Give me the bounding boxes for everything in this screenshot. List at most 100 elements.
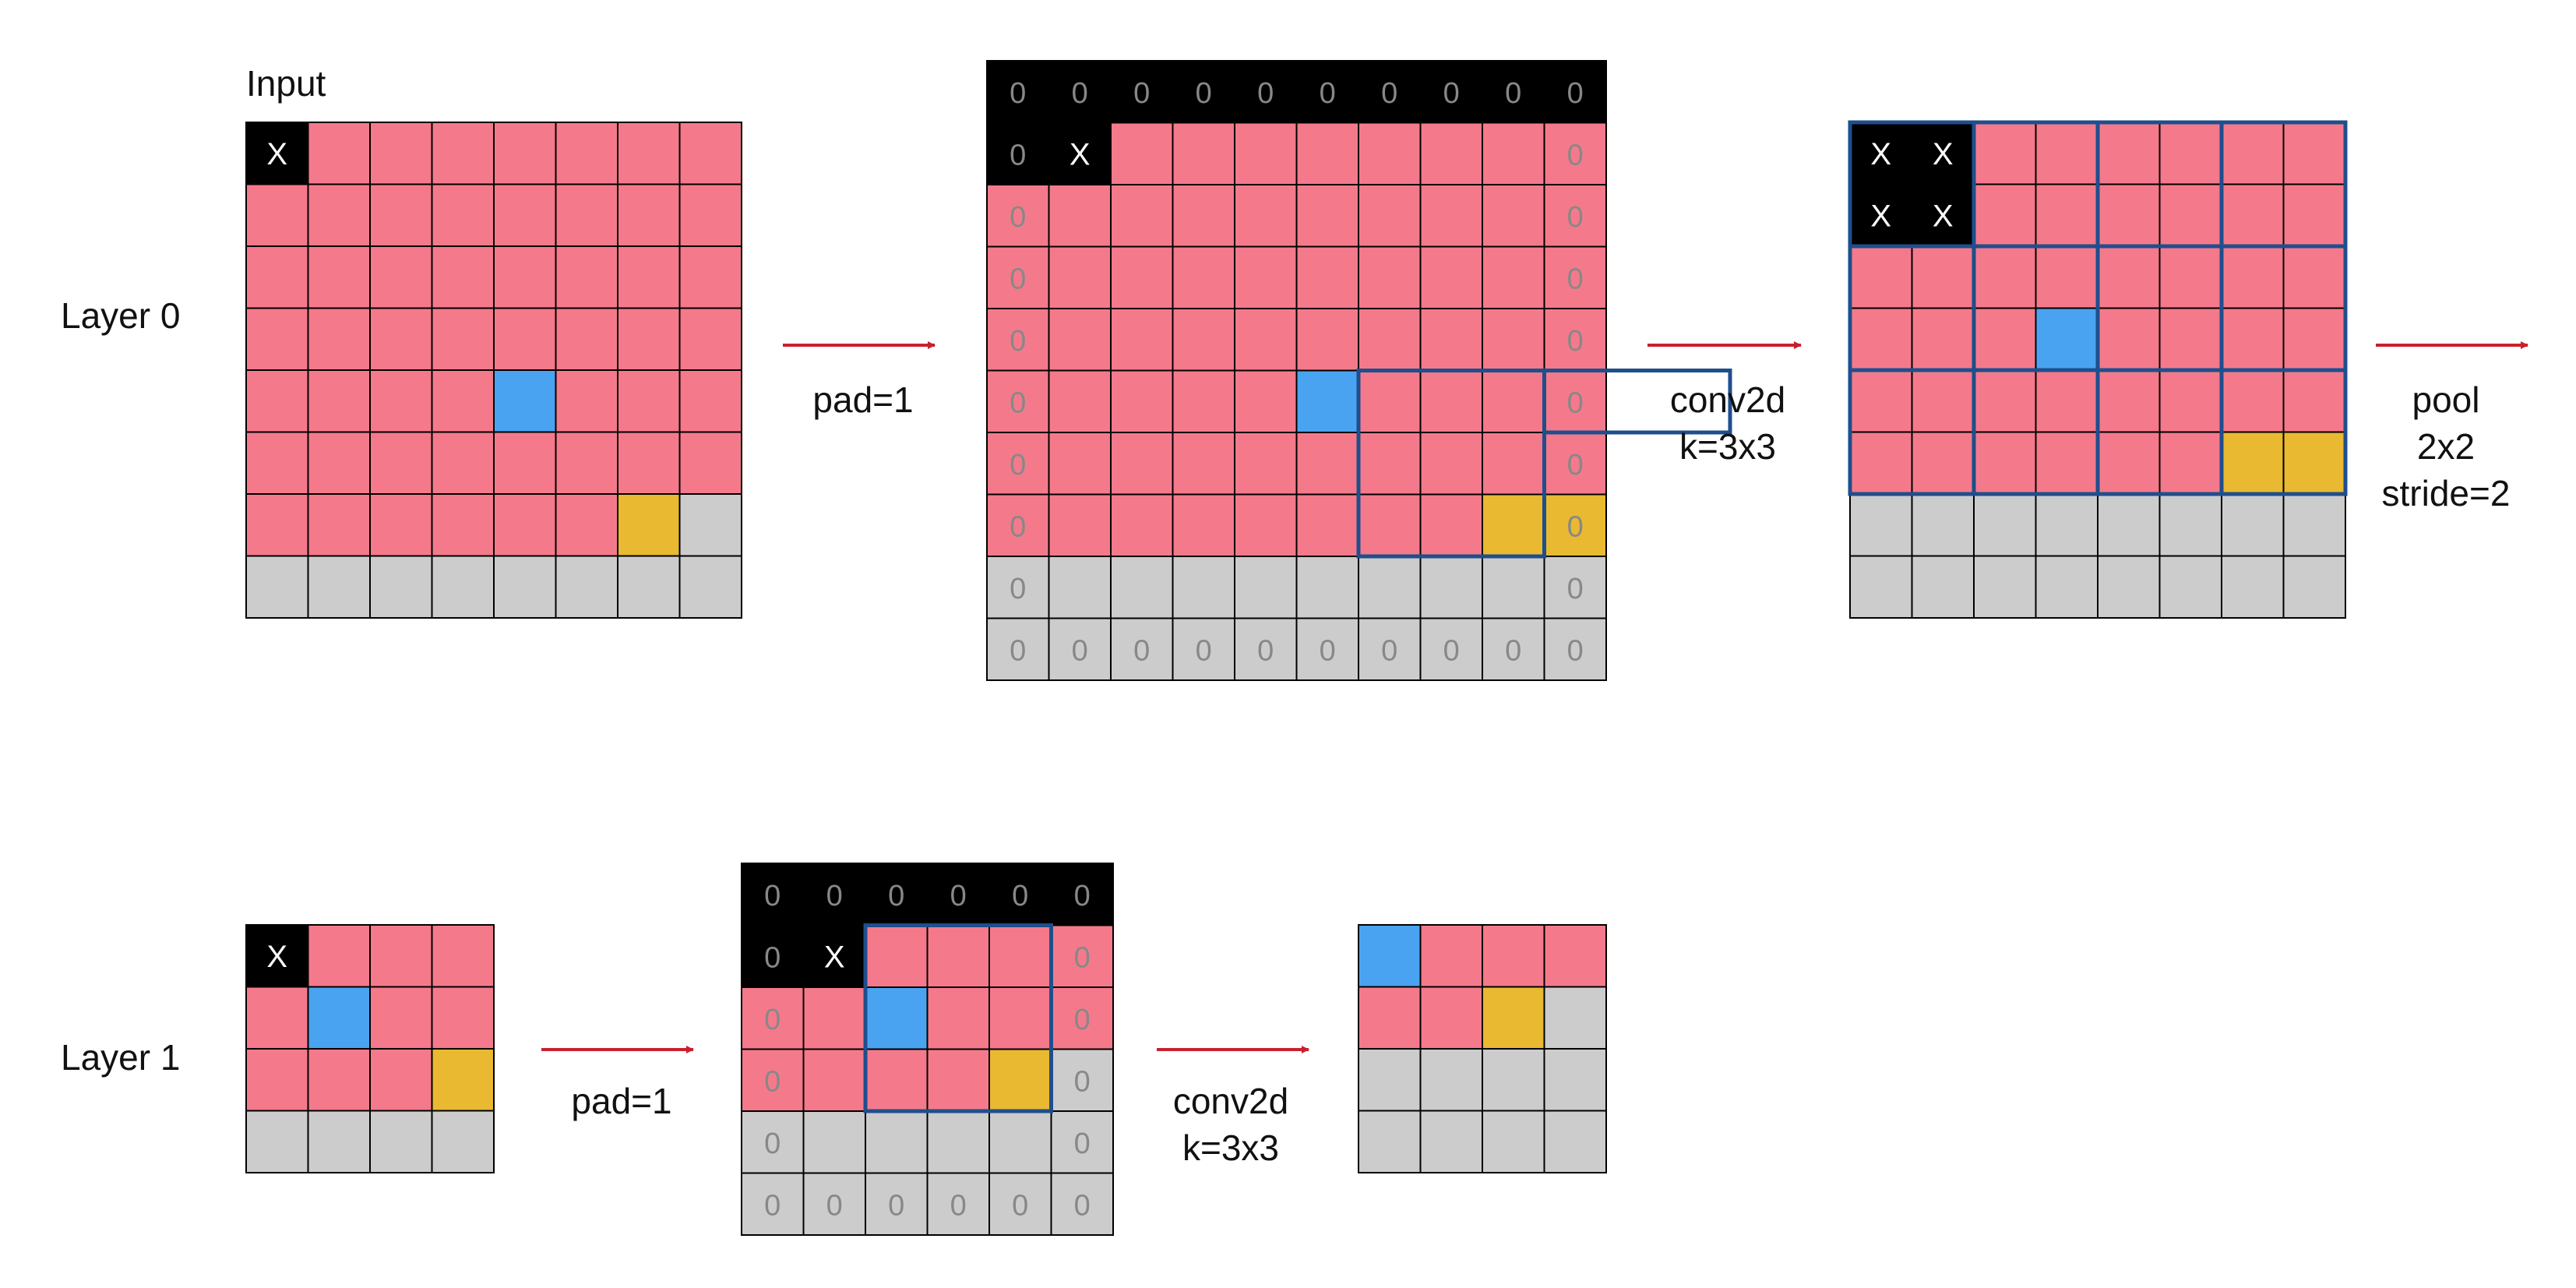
grid-cell [1110,122,1174,185]
grid-cell [1295,369,1359,433]
grid-cell [1543,986,1607,1050]
x-mark: X [1933,199,1954,233]
grid-cell [1048,308,1112,372]
pad-zero: 0 [1010,325,1026,358]
grid-cell [926,863,990,926]
grid-cell [1110,556,1174,619]
conv-label-layer1-line1: conv2d [1172,1081,1289,1121]
grid-cell [1048,184,1112,248]
grid-cell [678,369,742,433]
x-mark: X [1870,199,1891,233]
kernel-window-outline [863,923,1053,1113]
grid-cell [1849,307,1913,371]
grid-cell [369,183,433,247]
grid-cell [1172,369,1235,433]
grid-cell [1295,245,1359,309]
pad-zero: 0 [1133,634,1150,667]
grid-cell [307,1048,371,1112]
grid-cell [1172,245,1235,309]
pad-zero: 0 [1320,77,1336,110]
grid-cell [2158,555,2222,619]
grid-cell [1234,308,1298,372]
grid-cell [678,493,742,557]
grid-cell [307,369,371,433]
grid-cell [1110,308,1174,372]
grid-cell [1849,555,1913,619]
grid-cell [493,555,557,619]
grid-cell [1048,617,1112,681]
grid-cell [2035,307,2099,371]
grid-cell [2221,555,2285,619]
grid-cell [493,493,557,557]
grid-cell [1543,1048,1607,1112]
grid-cell [2221,431,2285,495]
grid-cell [986,493,1050,557]
grid-cell [678,245,742,309]
grid-cell [1482,493,1545,557]
grid-cell [431,986,495,1050]
grid-cell [2158,493,2222,557]
grid-cell [245,431,309,495]
grid-cell [1849,369,1913,433]
grid-cell [431,1048,495,1112]
pad-zero: 0 [1133,77,1150,110]
grid-cell [1419,1110,1483,1173]
pad-zero: 0 [1010,510,1026,543]
grid-cell [2282,431,2346,495]
grid-cell [1234,60,1298,124]
grid-cell [2282,245,2346,309]
grid-cell [431,245,495,309]
pad-zero: 0 [1567,139,1584,171]
grid-cell [1295,432,1359,496]
grid-cell [2097,431,2161,495]
grid-cell [2097,245,2161,309]
grid-cell [1234,493,1298,557]
grid-cell [1295,556,1359,619]
pad-zero: 0 [764,941,781,974]
grid-cell [986,369,1050,433]
layer1-input-grid: X [245,924,495,1173]
grid-cell [2035,431,2099,495]
grid-cell [802,986,866,1050]
grid-cell [1482,432,1545,496]
grid-cell [1358,556,1422,619]
grid-cell [1973,245,2037,309]
grid-cell [1048,432,1112,496]
pad-zero: 0 [1505,634,1521,667]
grid-cell [1849,122,1913,185]
grid-cell [493,183,557,247]
grid-cell [1419,493,1483,557]
grid-cell [555,369,618,433]
grid-cell [617,183,681,247]
grid-cell [1234,432,1298,496]
pad-zero: 0 [1567,449,1584,482]
grid-cell [431,493,495,557]
grid-cell [1419,924,1483,988]
grid-cell [802,924,866,988]
grid-cell [245,307,309,371]
grid-cell [865,1048,929,1112]
grid-cell [369,122,433,185]
grid-cell [555,493,618,557]
grid-cell [1543,493,1607,557]
grid-cell [1543,556,1607,619]
grid-cell [1048,245,1112,309]
grid-cell [802,1048,866,1112]
grid-cell [245,1048,309,1112]
grid-cell [245,122,309,185]
grid-cell [1048,493,1112,557]
grid-cell [245,1110,309,1173]
grid-cell [2097,493,2161,557]
pad-zero: 0 [1567,263,1584,295]
grid-cell [678,431,742,495]
grid-cell [2221,307,2285,371]
grid-cell [2221,245,2285,309]
pad-zero: 0 [1567,573,1584,605]
grid-cell [1911,307,1975,371]
grid-cell [1358,1110,1422,1173]
grid-cell [617,493,681,557]
grid-cell [1543,308,1607,372]
grid-cell [1172,432,1235,496]
pad-zero: 0 [1010,634,1026,667]
